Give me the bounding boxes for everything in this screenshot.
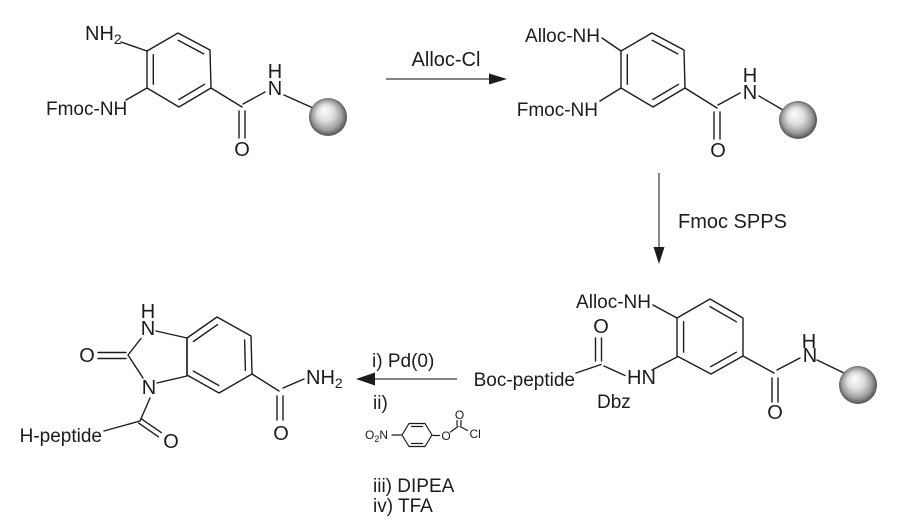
amide-n-label: N xyxy=(803,345,817,367)
arrow-alloc-cl: Alloc-Cl xyxy=(386,49,507,85)
arrow-head xyxy=(653,247,665,264)
arrow-fmoc-spps: Fmoc SPPS xyxy=(653,173,787,264)
carbonyl-o-label: O xyxy=(767,402,783,424)
dbz-label: Dbz xyxy=(597,392,631,413)
amide-n-label: N xyxy=(743,82,757,104)
alloc-label: Alloc-NH xyxy=(525,26,600,47)
carbonyl-o-label: O xyxy=(455,408,464,422)
substituent-bonds xyxy=(599,37,784,111)
arrow-head xyxy=(356,372,375,386)
benzene-ring xyxy=(620,32,686,108)
substituent-bonds xyxy=(103,373,305,432)
structure-product: H N O N H-peptide O O NH2 xyxy=(20,301,343,453)
carbonyl-o-label: O xyxy=(710,140,726,162)
arrow-head xyxy=(489,73,507,85)
arrow-label: Alloc-Cl xyxy=(412,49,481,71)
carbonyl-double-bonds xyxy=(97,351,284,438)
resin-bead xyxy=(839,366,877,404)
step-i-label: i) Pd(0) xyxy=(372,351,434,372)
step-ii-label: ii) xyxy=(373,393,388,414)
alloc-label: Alloc-NH xyxy=(576,292,651,313)
chlorine-label: Cl xyxy=(470,427,481,441)
benzene-ring xyxy=(676,298,744,375)
amide-nh2-label: NH2 xyxy=(306,367,343,391)
h-peptide-label: H-peptide xyxy=(20,426,102,447)
aromatic-double-bonds xyxy=(192,324,247,387)
hn-label: HN xyxy=(627,367,656,389)
amine-label: NH2 xyxy=(85,23,122,47)
carbonyl-double-bonds xyxy=(594,337,779,403)
substituent-bonds xyxy=(120,41,314,109)
benzene-ring xyxy=(146,32,212,108)
resin-bead xyxy=(309,98,347,136)
carbonyl-double-bond xyxy=(456,419,462,427)
amide-h-label: H xyxy=(802,331,816,353)
ring-nh-h-label: H xyxy=(141,301,155,323)
aromatic-double-bonds xyxy=(626,39,680,101)
substituent-bonds xyxy=(575,304,845,377)
carbonyl-double-bond xyxy=(713,111,721,140)
benzene-ring xyxy=(186,316,253,394)
acyl-o-label: O xyxy=(163,431,179,453)
step-iii-label: iii) DIPEA xyxy=(373,476,455,497)
ring-n1-label: N xyxy=(142,377,156,399)
structure-resin-dbz: Alloc-NH O Boc-peptide HN Dbz H N O xyxy=(474,292,877,424)
fmoc-label: Fmoc-NH xyxy=(517,100,598,121)
ring-nh-n-label: N xyxy=(141,318,155,340)
acyl-o-label: O xyxy=(593,316,609,338)
aromatic-double-bonds xyxy=(682,305,738,368)
arrow-cleavage: i) Pd(0) ii) iii) DIPEA iv) TFA xyxy=(356,351,457,517)
carbonyl-o-label: O xyxy=(234,139,250,161)
structure-top-left: NH2 Fmoc-NH H N O xyxy=(46,23,347,161)
benzene-ring xyxy=(401,422,433,448)
amide-n-label: N xyxy=(268,78,282,100)
aromatic-double-bonds xyxy=(410,425,424,445)
boc-peptide-label: Boc-peptide xyxy=(474,370,575,391)
nitro-group-label: O2N xyxy=(365,428,388,444)
structure-top-right: Alloc-NH Fmoc-NH H N O xyxy=(517,26,817,162)
amide-h-label: H xyxy=(268,61,282,83)
step-iv-label: iv) TFA xyxy=(373,496,433,517)
substituent-bonds xyxy=(391,425,469,437)
arrow-label: Fmoc SPPS xyxy=(678,211,787,233)
aromatic-double-bonds xyxy=(152,39,206,101)
carbonyl-double-bond xyxy=(238,110,246,139)
resin-bead xyxy=(779,101,817,139)
amide-h-label: H xyxy=(743,65,757,87)
imidazolidinone-ring-bonds xyxy=(127,330,188,384)
amide-o-label: O xyxy=(273,423,289,445)
reagent-nitrophenyl-chloroformate: O2N O O Cl xyxy=(365,408,481,448)
ester-o-label: O xyxy=(441,429,450,443)
fmoc-label: Fmoc-NH xyxy=(46,99,127,120)
urea-o-label: O xyxy=(79,345,95,367)
